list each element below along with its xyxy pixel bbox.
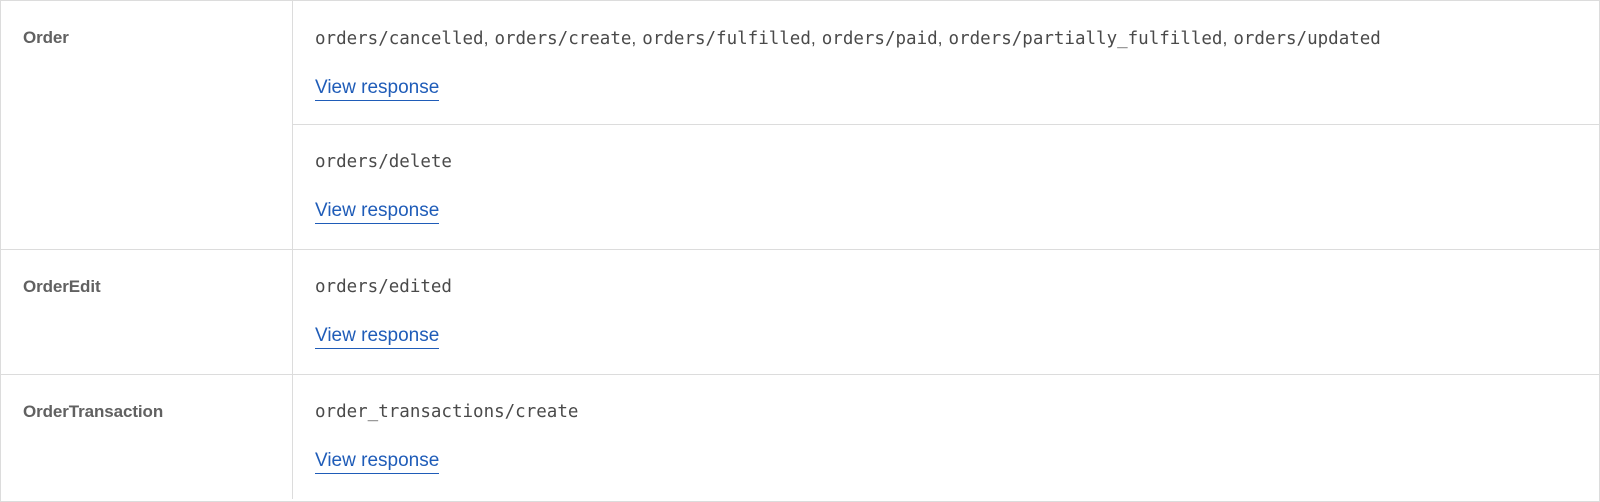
topic-row: orders/edited View response [293, 250, 1599, 374]
topic-separator: , [1222, 28, 1228, 48]
topics-column: orders/cancelled,orders/create,orders/fu… [293, 1, 1599, 249]
topics-column: orders/edited View response [293, 250, 1599, 374]
topic-separator: , [631, 28, 637, 48]
resource-group-order-edit: OrderEdit orders/edited View response [1, 250, 1599, 375]
topic-code: orders/delete [315, 152, 452, 172]
resource-cell: OrderEdit [1, 250, 293, 374]
topic-list: orders/cancelled,orders/create,orders/fu… [315, 25, 1599, 52]
topic-code: orders/cancelled [315, 29, 484, 49]
view-response-link[interactable]: View response [315, 449, 440, 474]
resource-group-order-transaction: OrderTransaction order_transactions/crea… [1, 375, 1599, 499]
resource-group-order: Order orders/cancelled,orders/create,ord… [1, 1, 1599, 250]
topic-row: orders/delete View response [293, 125, 1599, 249]
topic-code: order_transactions/create [315, 402, 579, 422]
topic-code: orders/partially_fulfilled [948, 29, 1223, 49]
topic-row: order_transactions/create View response [293, 375, 1599, 499]
resource-cell: OrderTransaction [1, 375, 293, 499]
topic-list: orders/edited [315, 274, 1599, 300]
topic-separator: , [937, 28, 943, 48]
topic-code: orders/updated [1233, 29, 1381, 49]
resource-name: OrderEdit [23, 277, 101, 296]
topic-code: orders/create [494, 29, 632, 49]
topic-code: orders/paid [821, 29, 938, 49]
view-response-link[interactable]: View response [315, 76, 440, 101]
resource-cell: Order [1, 1, 293, 249]
topic-code: orders/fulfilled [642, 29, 811, 49]
topic-separator: , [483, 28, 489, 48]
view-response-link[interactable]: View response [315, 199, 440, 224]
topic-separator: , [810, 28, 816, 48]
resource-name: Order [23, 28, 69, 47]
topic-code: orders/edited [315, 277, 452, 297]
topic-list: order_transactions/create [315, 399, 1599, 425]
view-response-link[interactable]: View response [315, 324, 440, 349]
topic-row: orders/cancelled,orders/create,orders/fu… [293, 1, 1599, 125]
topics-column: order_transactions/create View response [293, 375, 1599, 499]
resource-name: OrderTransaction [23, 402, 164, 421]
topic-list: orders/delete [315, 149, 1599, 175]
